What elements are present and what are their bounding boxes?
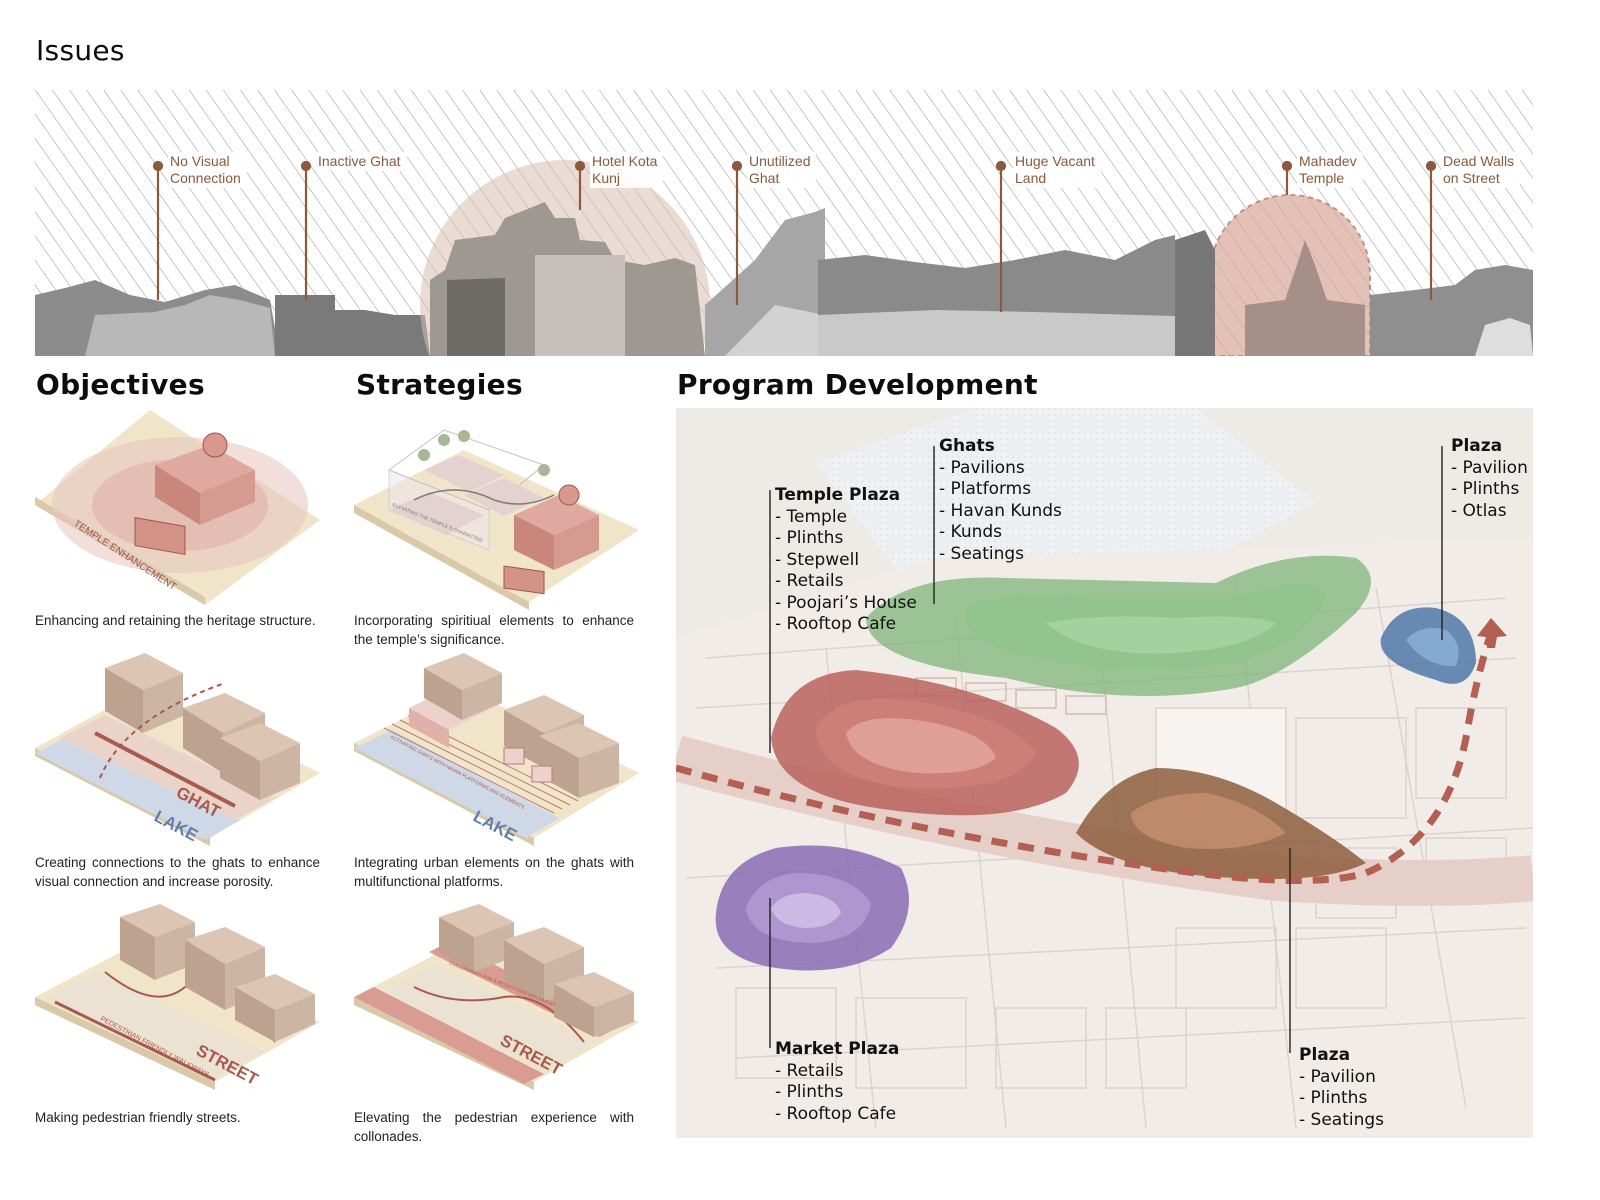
issues-title: Issues — [36, 34, 125, 67]
issue-label-unutilized-ghat: Unutilized Ghat — [747, 152, 817, 188]
pedestrian-route — [676, 631, 1495, 884]
program-title: Program Development — [677, 368, 1038, 401]
objective-caption-1: Enhancing and retaining the heritage str… — [35, 613, 316, 628]
objective-caption-2: Creating connections to the ghats to enh… — [35, 855, 320, 889]
program-temple-plaza-item: - Rooftop Cafe — [775, 614, 897, 634]
program-label-plaza-top: Plaza - Pavilion - Plinths - Otlas — [1451, 436, 1528, 522]
objective-caption-3: Making pedestrian friendly streets. — [35, 1110, 241, 1125]
program-label-market-plaza: Market Plaza - Retails - Plinths - Rooft… — [775, 1039, 899, 1125]
zone-market-plaza — [715, 845, 909, 971]
photo-inactive-ghat — [275, 295, 430, 356]
program-market-plaza-title: Market Plaza — [775, 1039, 900, 1059]
objective-ghat-diagram: GHAT LAKE — [35, 653, 320, 846]
zone-temple-plaza — [771, 670, 1079, 816]
program-temple-plaza-item: - Temple — [775, 506, 848, 527]
program-ghats-title: Ghats — [939, 436, 995, 456]
program-ghats-item: - Seatings — [939, 543, 1025, 564]
program-label-plaza-bottom: Plaza - Pavilion - Plinths - Seatings — [1299, 1045, 1384, 1131]
program-temple-plaza-title: Temple Plaza — [775, 485, 901, 505]
program-label-ghats: Ghats - Pavilions - Platforms - Havan Ku… — [939, 436, 1062, 565]
strategy-ghat-diagram: LAKE ACTIVATING GHATS WITH HAVAN PLATFOR… — [354, 653, 639, 846]
objective-street-diagram: STREET PEDESTRIAN FRIENDLY WALKWAYS — [35, 904, 320, 1090]
photo-mahadev-temple — [1175, 230, 1215, 356]
program-plaza-bottom-item: - Pavilion — [1299, 1066, 1376, 1087]
program-plaza-bottom-item: - Seatings — [1299, 1109, 1385, 1130]
program-leaders — [769, 446, 1443, 1053]
issue-label-dead-walls: Dead Walls on Street — [1441, 152, 1521, 188]
program-temple-plaza-item: - Poojari’s House — [775, 592, 917, 613]
program-plaza-bottom-title: Plaza — [1299, 1045, 1351, 1065]
issue-label-hotel-kota-kunj: Hotel Kota Kunj — [590, 152, 664, 188]
program-market-plaza-item: - Rooftop Cafe — [775, 1103, 897, 1124]
program-plaza-top-title: Plaza — [1451, 436, 1503, 456]
program-plaza-bottom-item: - Plinths — [1299, 1088, 1368, 1108]
strategies-title: Strategies — [356, 368, 523, 401]
zone-plaza-blue — [1380, 607, 1476, 684]
objective-temple-diagram: TEMPLE ENHANCEMENT — [35, 410, 320, 605]
issue-pins — [152, 160, 1437, 312]
issue-label-huge-vacant-land: Huge Vacant Land — [1013, 152, 1101, 188]
program-ghats-item: - Pavilions — [939, 457, 1025, 478]
program-plaza-top-item: - Otlas — [1451, 500, 1507, 521]
program-plaza-top-item: - Pavilion — [1451, 457, 1528, 478]
objectives-title: Objectives — [36, 368, 205, 401]
strategy-temple-diagram: ELEVATING THE TEMPLE'S CHARACTER — [354, 429, 639, 610]
program-temple-plaza-item: - Plinths — [775, 528, 844, 548]
strategy-caption-3: Elevating the pedestrian experience with… — [354, 1110, 634, 1144]
program-ghats-item: - Kunds — [939, 522, 1003, 542]
program-label-temple-plaza: Temple Plaza - Temple - Plinths - Stepwe… — [775, 485, 917, 636]
program-ghats-item: - Platforms — [939, 479, 1032, 499]
strategy-caption-2: Integrating urban elements on the ghats … — [354, 855, 634, 889]
program-market-plaza-item: - Plinths — [775, 1082, 844, 1102]
strategy-collonade-diagram: STREET COLLONADES FOR A PEDESTRIAN MOVEM… — [354, 904, 639, 1090]
program-ghats-item: - Havan Kunds — [939, 500, 1062, 521]
issue-label-inactive-ghat: Inactive Ghat — [316, 152, 407, 171]
issue-label-no-visual-connection: No Visual Connection — [168, 152, 247, 188]
zone-plaza-brown — [1076, 768, 1366, 879]
strategy-caption-1: Incorporating spiritiual elements to enh… — [354, 613, 634, 647]
program-temple-plaza-item: - Stepwell — [775, 549, 860, 570]
program-map — [676, 408, 1533, 1138]
issues-panorama — [35, 90, 1533, 356]
zone-ghats — [866, 555, 1371, 696]
program-market-plaza-item: - Retails — [775, 1060, 844, 1081]
program-temple-plaza-item: - Retails — [775, 571, 844, 591]
issue-label-mahadev-temple: Mahadev Temple — [1297, 152, 1363, 188]
program-plaza-top-item: - Plinths — [1451, 479, 1520, 499]
